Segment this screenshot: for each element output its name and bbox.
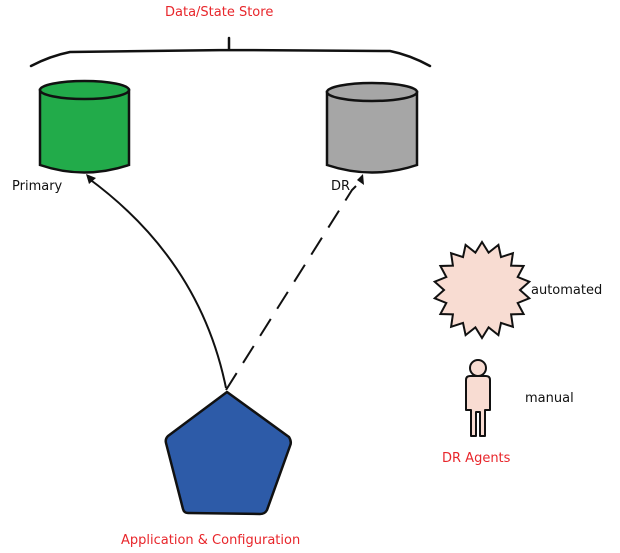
primary-store-icon[interactable]: [38, 79, 131, 174]
store-group-brace: [29, 36, 432, 68]
dr-arrowhead-icon: [357, 174, 364, 185]
application-pentagon-icon[interactable]: [164, 390, 293, 516]
primary-arrowhead-icon: [86, 174, 96, 184]
application-label: Application & Configuration: [121, 533, 301, 548]
automated-agent-label: automated: [531, 283, 603, 298]
manual-agent-person-icon[interactable]: [465, 359, 491, 437]
dr-store-label: DR: [331, 179, 351, 194]
automated-agent-starburst-icon[interactable]: [432, 240, 532, 340]
data-state-store-title: Data/State Store: [165, 5, 274, 20]
primary-connection-arrow: [87, 177, 227, 389]
primary-store-label: Primary: [12, 179, 63, 194]
dr-agents-label: DR Agents: [442, 451, 511, 466]
dr-connection-arrow: [225, 185, 357, 391]
manual-agent-label: manual: [525, 391, 574, 406]
dr-store-icon[interactable]: [325, 81, 419, 174]
